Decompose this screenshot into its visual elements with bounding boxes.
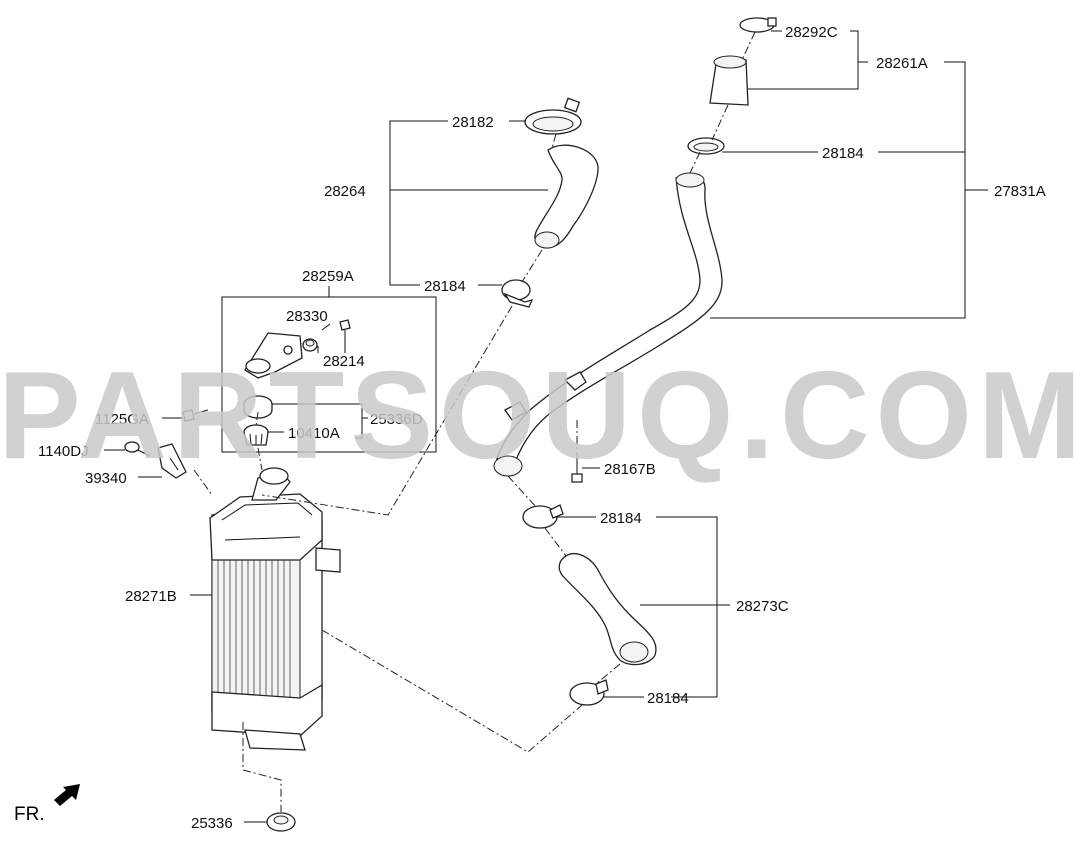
label-28184-mid[interactable]: 28184: [600, 510, 642, 527]
label-28182[interactable]: 28182: [452, 114, 494, 131]
pipe-27831A[interactable]: [493, 172, 723, 477]
label-1125GA[interactable]: 1125GA: [95, 411, 149, 428]
grommet-28330[interactable]: [302, 338, 318, 352]
label-28292C[interactable]: 28292C: [785, 24, 838, 41]
front-label: FR.: [14, 804, 45, 825]
bolt-1140DJ[interactable]: [124, 441, 151, 457]
label-28184-top-right[interactable]: 28184: [822, 145, 864, 162]
bolt-28214[interactable]: [339, 319, 351, 353]
label-39340[interactable]: 39340: [85, 470, 127, 487]
bolt-28167B[interactable]: [571, 455, 583, 483]
clamp-28184-d[interactable]: [569, 679, 609, 706]
label-25336[interactable]: 25336: [191, 815, 233, 832]
clamp-28184-a[interactable]: [501, 279, 534, 308]
label-28184-bottom[interactable]: 28184: [647, 690, 689, 707]
label-27831A[interactable]: 27831A: [994, 183, 1046, 200]
label-28330[interactable]: 28330: [286, 308, 328, 325]
watermark: PARTSOUQ.COM: [0, 347, 1074, 485]
insulator-25336[interactable]: [266, 812, 296, 832]
bolt-1125GA[interactable]: [182, 409, 209, 422]
insulator-25336D[interactable]: [243, 395, 273, 419]
hose-28264[interactable]: [534, 144, 599, 249]
label-10410A[interactable]: 10410A: [288, 425, 340, 442]
label-28184-upper-left[interactable]: 28184: [424, 278, 466, 295]
intercooler-28271B[interactable]: [209, 467, 341, 751]
front-arrow-icon: [54, 784, 80, 806]
hose-28273C[interactable]: [558, 553, 657, 666]
label-25336D[interactable]: 25336D: [370, 411, 423, 428]
label-28273C[interactable]: 28273C: [736, 598, 789, 615]
label-28261A[interactable]: 28261A: [876, 55, 928, 72]
label-28264[interactable]: 28264: [324, 183, 366, 200]
label-28259A[interactable]: 28259A: [302, 268, 354, 285]
bracket-part[interactable]: [244, 332, 303, 379]
label-28271B[interactable]: 28271B: [125, 588, 177, 605]
hose-28261A[interactable]: [709, 55, 749, 106]
label-28214[interactable]: 28214: [323, 353, 365, 370]
label-1140DJ[interactable]: 1140DJ: [38, 443, 89, 460]
leader-lines: [104, 30, 988, 823]
front-direction-indicator: FR.: [14, 784, 80, 825]
label-28167B[interactable]: 28167B: [604, 461, 656, 478]
clamp-28184-b[interactable]: [687, 137, 725, 155]
sensor-39340[interactable]: [157, 443, 187, 479]
assembly-centerlines: [193, 31, 756, 812]
clamp-28182[interactable]: [524, 97, 582, 135]
clamp-28292C[interactable]: [739, 17, 777, 33]
